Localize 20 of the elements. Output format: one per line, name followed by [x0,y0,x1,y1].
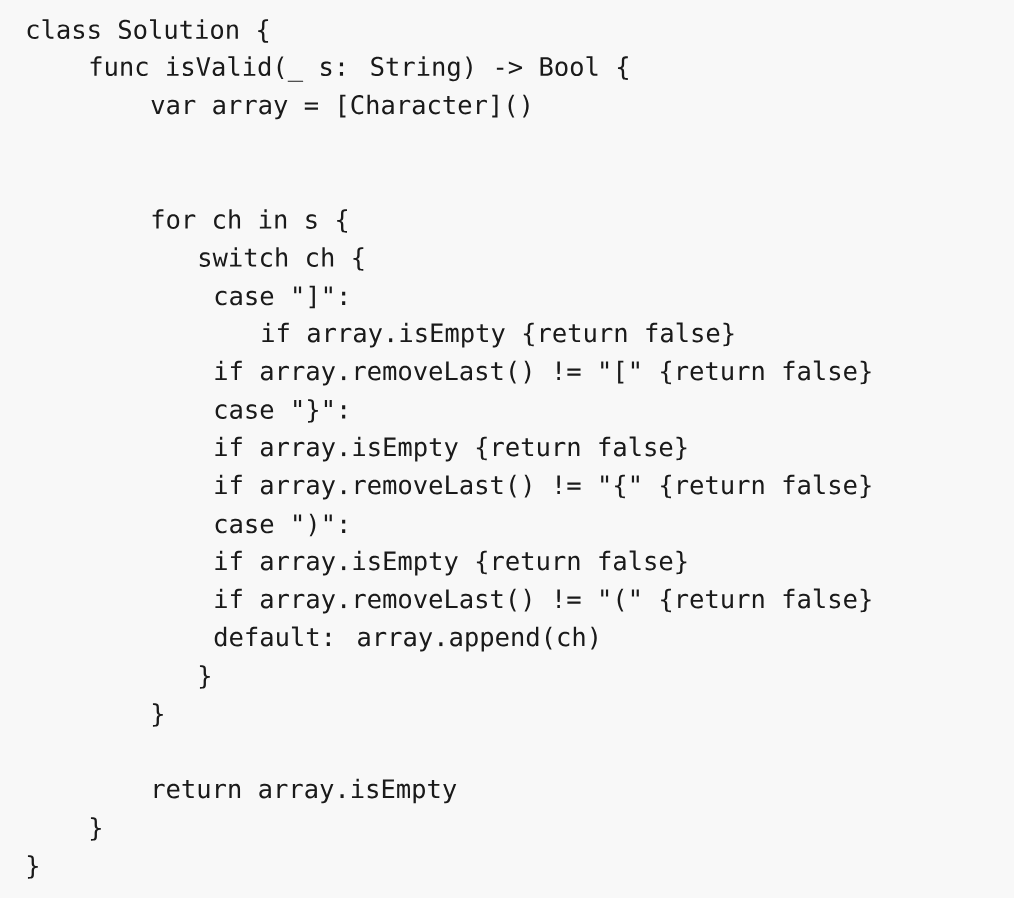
code-line: if array.isEmpty {return false} [262,322,734,348]
code-line: if array.removeLast() != "{" {return false} [215,474,871,500]
code-line: } [199,665,210,689]
code-line: switch ch { [199,247,364,271]
code-line: for ch in s { [152,209,347,233]
code-line: func isValid(_ s: String) -> Bool { [90,56,628,82]
code-line: } [152,703,163,727]
code-line: default: array.append(ch) [214,626,597,652]
code-line: } [90,817,101,841]
code-line: case ")": [215,513,346,537]
code-line: if array.removeLast() != "(" {return false} [215,588,871,614]
code-line: if array.isEmpty {return false} [215,550,687,576]
code-line: if array.removeLast() != "[" {return false} [215,360,871,386]
code-line: return array.isEmpty [154,778,457,804]
code-line: if array.isEmpty {return false} [215,436,687,462]
code-line: case "}": [215,399,346,423]
code-line: var array = [Character]() [151,94,529,120]
code-line: case "]": [215,285,346,309]
code-line: class Solution { [27,19,269,43]
code-line: } [27,855,38,879]
